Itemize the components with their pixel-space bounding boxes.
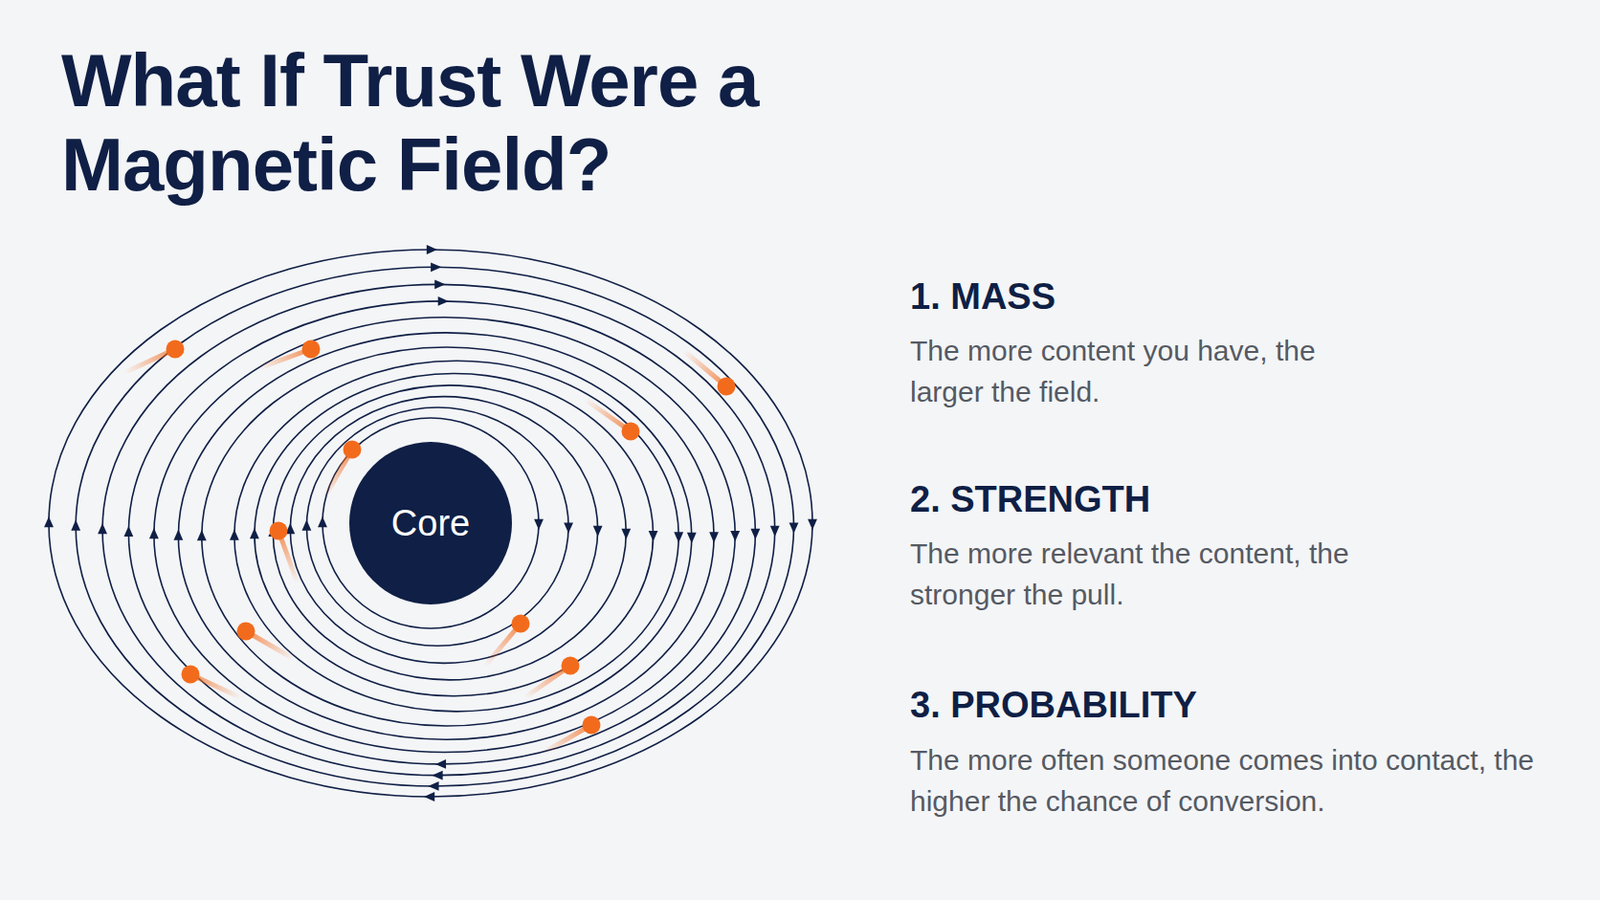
particle	[181, 666, 242, 699]
section-text: The more often someone comes into contac…	[910, 739, 1580, 823]
section-heading: 3. PROBABILITY	[910, 684, 1485, 727]
section-heading: 2. STRENGTH	[910, 478, 1485, 521]
field-arrow	[533, 519, 544, 531]
field-arrow	[70, 520, 81, 532]
particle	[543, 716, 601, 755]
field-arrow	[709, 532, 719, 543]
particle	[269, 522, 298, 584]
field-line	[289, 397, 598, 665]
field-arrow	[807, 519, 818, 531]
field-arrow	[673, 532, 684, 543]
field-arrow	[302, 520, 312, 532]
field-line	[177, 333, 714, 740]
field-arrow	[44, 516, 54, 528]
field-arrow	[434, 279, 445, 289]
field-arrow	[149, 528, 159, 539]
section-text: The more content you have, the larger th…	[910, 330, 1384, 413]
particle	[258, 340, 320, 369]
field-line	[128, 301, 756, 765]
field-arrow	[593, 526, 603, 537]
field-arrow	[687, 533, 697, 544]
field-line	[272, 385, 626, 681]
field-arrow	[426, 244, 438, 255]
field-arrow	[427, 781, 439, 792]
field-line	[306, 407, 569, 646]
field-arrow	[750, 529, 760, 540]
field-line	[234, 360, 679, 712]
node-label: Core	[391, 503, 470, 545]
field-arrow	[97, 523, 108, 534]
field-arrow	[563, 522, 574, 534]
field-line	[154, 317, 735, 754]
field-arrow	[197, 530, 207, 541]
field-line	[201, 347, 692, 727]
field-arrow	[789, 522, 800, 534]
field-arrow	[730, 531, 740, 542]
particle	[485, 615, 531, 667]
field-arrow	[438, 296, 449, 307]
field-line	[48, 249, 813, 798]
section-heading: 1. MASS	[910, 275, 1485, 318]
particle	[237, 622, 295, 661]
field-line	[322, 418, 539, 629]
field-arrow	[770, 526, 780, 537]
particle	[684, 351, 736, 397]
field-arrow	[173, 530, 183, 541]
field-arrow	[648, 531, 659, 542]
field-arrow	[423, 792, 435, 802]
particle	[124, 340, 184, 374]
field-arrow	[317, 516, 328, 528]
field-arrow	[621, 529, 631, 540]
field-arrow	[435, 759, 446, 770]
field-line	[254, 373, 654, 696]
field-arrow	[430, 262, 442, 272]
section-text: The more relevant the content, the stron…	[910, 533, 1408, 616]
field-line	[75, 266, 794, 787]
field-arrow	[431, 771, 443, 781]
particle	[524, 657, 579, 699]
particle	[584, 400, 640, 442]
core-circle: Core	[349, 442, 512, 605]
field-arrow	[229, 530, 240, 541]
field-arrow	[249, 528, 260, 539]
page-title: What If Trust Were a Magnetic Field?	[61, 38, 1019, 207]
field-arrow	[123, 526, 134, 537]
field-line	[102, 284, 776, 776]
